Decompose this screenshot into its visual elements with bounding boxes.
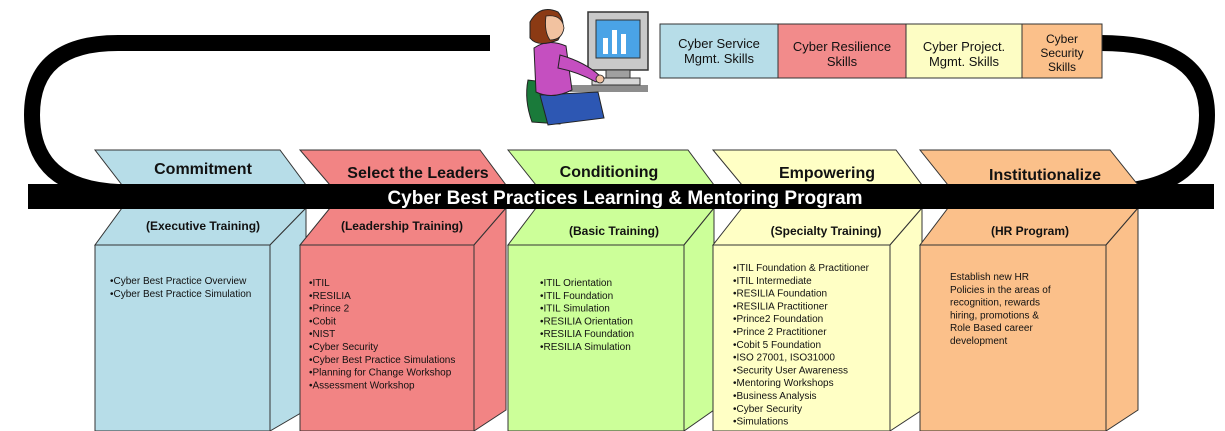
banner-title: Cyber Best Practices Learning & Mentorin… [387, 188, 862, 209]
phase-item: •Mentoring Workshops [733, 378, 834, 389]
phase-items: •ITIL •RESILIA •Prince 2•Cobit •NIST •Cyber … [309, 278, 455, 391]
phase-items: •ITIL Orientation •ITIL Foundation •ITIL S… [540, 278, 634, 353]
phase-subtitle: (Basic Training) [569, 224, 659, 238]
skill-label: Skills [1048, 60, 1076, 74]
loop-track [23, 35, 490, 200]
chart-bar [603, 38, 608, 54]
skill-label: Cyber [1046, 32, 1078, 46]
phase-item: •ITIL Foundation [540, 291, 613, 302]
monitor-stand [605, 69, 631, 79]
phase-body-shape [919, 244, 1107, 431]
skill-label: Security [1040, 46, 1083, 60]
skirt [539, 91, 605, 126]
skill-label: Mgmt. Skills [929, 54, 1000, 69]
skill-label: Cyber Project. [923, 39, 1005, 54]
phase-item: •Cyber Best Practice Simulation [110, 289, 251, 300]
phase-item: •ITIL Orientation [540, 278, 612, 289]
skill-label: Mgmt. Skills [684, 51, 755, 66]
phase-item: Establish new HR [950, 272, 1029, 283]
phase-side-shape [889, 206, 923, 431]
phase-empowering [711, 149, 924, 431]
chart-bar [612, 30, 617, 54]
phase-item: Role Based career [950, 323, 1033, 334]
phase-title: Conditioning [560, 164, 659, 181]
phase-item: •ITIL [309, 278, 330, 289]
phase-item: •Cyber Best Practice Simulations [309, 355, 455, 366]
phase-select-the-leaders [298, 149, 508, 431]
phase-institutionalize [918, 149, 1140, 431]
phase-item: •Cyber Best Practice Overview [110, 276, 247, 287]
hand [595, 74, 605, 84]
phase-item: •Prince 2 Practitioner [733, 327, 827, 338]
desk [570, 85, 648, 92]
phase-subtitle: (HR Program) [991, 224, 1069, 238]
phase-items: •ITIL Foundation & Practitioner •ITIL Int… [733, 263, 870, 428]
phase-body-shape [299, 244, 475, 431]
phase-item: •Security User Awareness [733, 365, 848, 376]
person-at-computer-icon [526, 9, 649, 126]
chart-bar [621, 34, 626, 54]
phase-item: •Assessment Workshop [309, 380, 415, 391]
skill-box-resilience: Cyber Resilience Skills [777, 23, 907, 79]
phase-item: •Business Analysis [733, 391, 817, 402]
phase-commitment [93, 149, 308, 431]
skill-box-service: Cyber Service Mgmt. Skills [659, 23, 779, 79]
phase-item: Policies in the areas of [950, 285, 1051, 296]
phase-item: •Simulations [733, 417, 788, 428]
phase-title: Select the Leaders [347, 165, 489, 182]
phase-title: Commitment [154, 161, 252, 178]
phase-body-shape [94, 244, 271, 431]
skill-label: Cyber Resilience [793, 39, 891, 54]
phase-item: •Planning for Change Workshop [309, 368, 452, 379]
phase-item: •ITIL Simulation [540, 304, 610, 315]
skill-box-project: Cyber Project. Mgmt. Skills [905, 23, 1023, 79]
phase-item: •ITIL Intermediate [733, 276, 812, 287]
phase-subtitle: (Specialty Training) [771, 224, 882, 238]
phase-item: •RESILIA [309, 291, 351, 302]
phase-body-shape [507, 244, 685, 431]
arm [557, 54, 601, 83]
phase-item: •Prince2 Foundation [733, 314, 823, 325]
skill-label: Skills [827, 54, 858, 69]
phase-item: hiring, promotions & [950, 310, 1039, 321]
phase-subtitle: (Leadership Training) [341, 219, 463, 233]
phase-item: •RESILIA Orientation [540, 316, 633, 327]
phase-title: Institutionalize [989, 167, 1101, 184]
phase-item: •ISO 27001, ISO31000 [733, 353, 835, 364]
phase-side-shape [683, 206, 715, 431]
phase-item: •RESILIA Foundation [540, 329, 634, 340]
phase-side-shape [473, 206, 507, 431]
phase-body-shape [712, 244, 891, 431]
phase-item: •Cyber Security [733, 404, 802, 415]
phase-item: •Cobit [309, 316, 336, 327]
phase-item: •Cyber Security [309, 342, 378, 353]
phase-item: •Prince 2 [309, 304, 350, 315]
phase-item: •ITIL Foundation & Practitioner [733, 263, 870, 274]
phase-item: recognition, rewards [950, 298, 1040, 309]
banner-band [28, 184, 1214, 209]
phase-subtitle: (Executive Training) [146, 219, 260, 233]
phase-items: Establish new HR Policies in the areas of… [950, 272, 1051, 347]
skill-label: Cyber Service [678, 36, 760, 51]
face [545, 15, 565, 41]
phase-conditioning [506, 149, 716, 431]
phase-item: •NIST [309, 329, 335, 340]
phase-items: •Cyber Best Practice Overview •Cyber Best… [110, 276, 251, 300]
phase-title: Empowering [779, 165, 875, 182]
phase-item: •RESILIA Foundation [733, 289, 827, 300]
keyboard [591, 77, 641, 86]
phase-item: development [950, 336, 1007, 347]
phase-item: •Cobit 5 Foundation [733, 340, 821, 351]
skill-box-security: Cyber Security Skills [1021, 23, 1103, 79]
phase-side-shape [1105, 206, 1139, 431]
loop-track-right [1099, 35, 1216, 200]
phase-item: •RESILIA Simulation [540, 342, 631, 353]
monitor-screen [595, 19, 641, 59]
phase-item: •RESILIA Practitioner [733, 301, 828, 312]
